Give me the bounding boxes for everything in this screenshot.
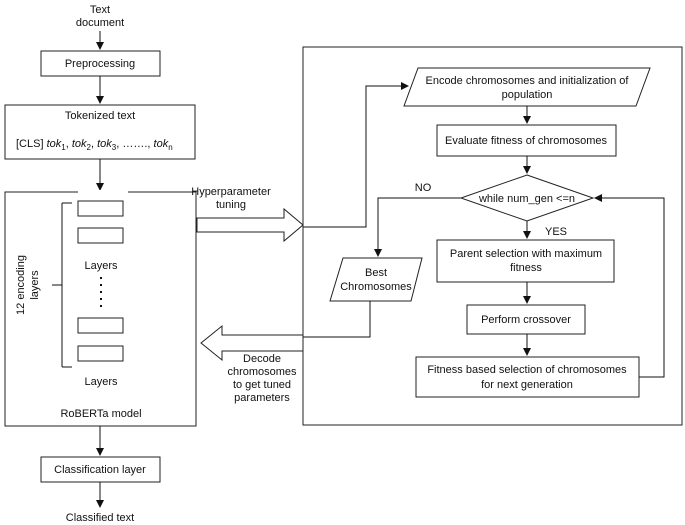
parent-selection-line2: fitness — [510, 262, 542, 274]
fitness-selection-line2: for next generation — [481, 379, 573, 391]
evaluate-fitness-box — [436, 124, 617, 157]
crossover-box — [466, 304, 586, 335]
line-best-to-panel-exit — [303, 301, 371, 338]
hyperparameter-arrow — [196, 207, 304, 243]
evaluate-fitness-label: Evaluate fitness of chromosomes — [445, 135, 608, 147]
encode-label-line2: population — [502, 89, 553, 101]
encoder-layer-block-4 — [77, 345, 124, 362]
decode-label-line3: to get tuned — [233, 379, 291, 391]
layers-label-top: Layers — [84, 260, 118, 272]
encoding-layers-label-line1: 12 encoding — [15, 255, 27, 315]
classification-layer-label: Classification layer — [54, 464, 146, 476]
best-chromosomes-box — [329, 257, 423, 302]
token-sequence: [CLS] tok1, tok2, tok3, ……., tokn — [16, 138, 173, 152]
encoder-layer-block-2 — [77, 227, 124, 244]
cls-token: [CLS] — [16, 138, 44, 150]
token-1-sub: 1 — [61, 143, 66, 152]
tokenized-text-box — [4, 104, 196, 160]
encoder-layer-block-1 — [77, 200, 124, 217]
arrow-loop-back-to-condition — [594, 194, 665, 378]
yes-label: YES — [545, 226, 567, 238]
no-label: NO — [415, 182, 432, 194]
condition-label: while num_gen <=n — [478, 193, 575, 205]
encoder-layer-block-3 — [77, 317, 124, 334]
preprocessing-label: Preprocessing — [65, 58, 135, 70]
decode-label-line4: parameters — [234, 392, 290, 404]
arrow-panel-entry-to-encode — [303, 82, 409, 228]
tokenized-title: Tokenized text — [65, 110, 135, 122]
token-2-sub: 2 — [87, 143, 92, 152]
token-3-sub: 3 — [112, 143, 117, 152]
encode-label-line1: Encode chromosomes and initialization of — [425, 75, 629, 87]
token-n: tok — [154, 138, 169, 150]
token-2: tok — [72, 138, 87, 150]
decode-label-line2: chromosomes — [227, 366, 297, 378]
fitness-selection-line1: Fitness based selection of chromosomes — [427, 364, 627, 376]
roberta-model-label: RoBERTa model — [60, 408, 141, 420]
arrow-condition-no-to-best — [374, 197, 461, 257]
fitness-selection-box — [415, 356, 640, 398]
token-3: tok — [97, 138, 112, 150]
best-chromosomes-line1: Best — [365, 267, 387, 279]
input-label-line1: Text — [90, 4, 110, 16]
token-1: tok — [47, 138, 62, 150]
output-label: Classified text — [66, 512, 134, 524]
token-2-sep: , — [91, 138, 97, 150]
model-box-top-gap — [78, 190, 128, 194]
decode-label-line1: Decode — [243, 353, 281, 365]
crossover-label: Perform crossover — [481, 314, 571, 326]
token-1-sep: , — [66, 138, 72, 150]
parent-selection-box — [436, 239, 615, 283]
token-3-sep: , ……., — [116, 138, 153, 150]
hyperparameter-label-line1: Hyperparameter — [191, 186, 271, 198]
roberta-model-box — [4, 191, 197, 427]
hyperparameter-label-line2: tuning — [216, 199, 246, 211]
encode-population-box — [403, 67, 651, 107]
layers-label-bottom: Layers — [84, 376, 118, 388]
decode-arrow — [200, 324, 304, 362]
parent-selection-line1: Parent selection with maximum — [450, 248, 602, 260]
encoding-layers-label: 12 encoding layers — [15, 255, 41, 315]
encoding-layers-label-line2: layers — [29, 270, 41, 300]
input-label-line2: document — [76, 17, 124, 29]
best-chromosomes-line2: Chromosomes — [340, 281, 412, 293]
token-n-sub: n — [168, 143, 172, 152]
